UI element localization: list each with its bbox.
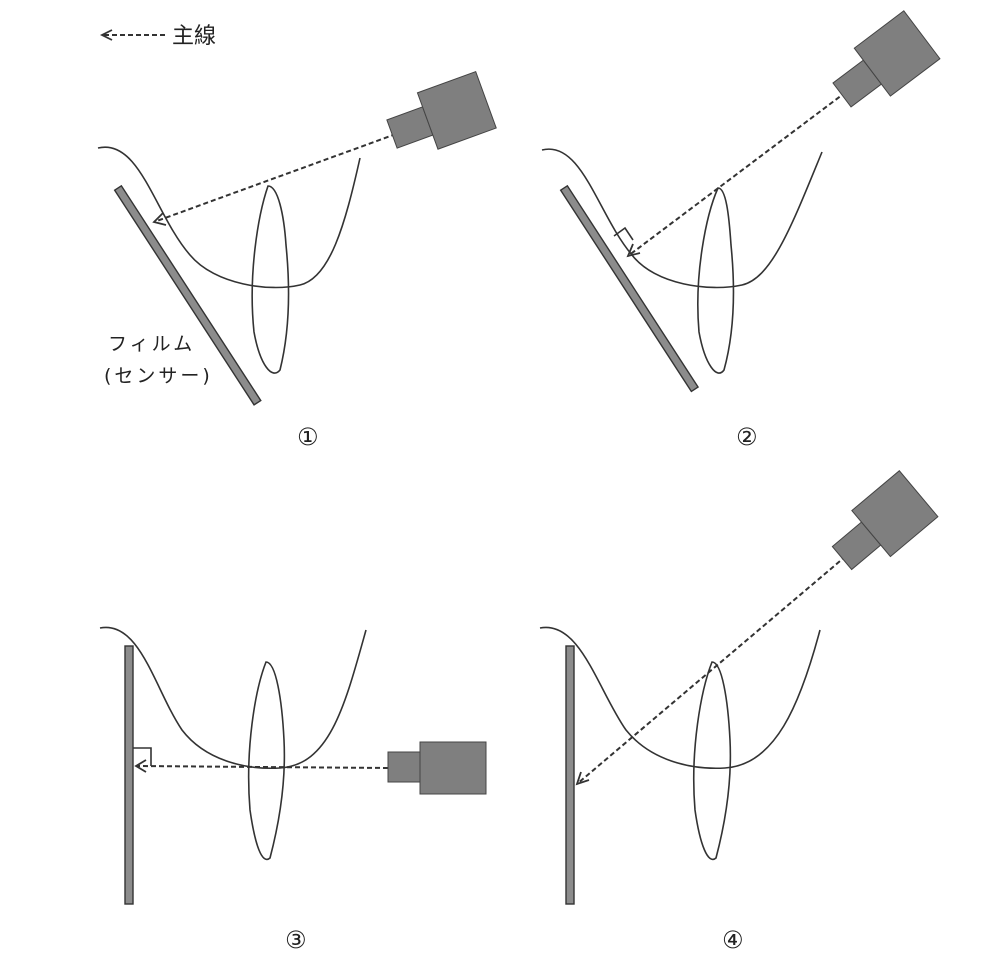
film-label-line-1: フィルム: [108, 333, 195, 355]
xray-tube-camera: [387, 741, 487, 795]
central-ray-arrowhead: [575, 771, 590, 786]
panel-3: ③: [99, 626, 487, 954]
film-label-line-2: (センサー): [104, 365, 213, 387]
film-sensor: [113, 184, 262, 406]
tooth-outline: [97, 146, 361, 289]
right-angle-mark: [133, 747, 152, 766]
central-ray: [576, 555, 847, 785]
xray-tube-camera: [386, 70, 497, 150]
panel-number-4: ④: [722, 926, 744, 954]
central-ray-arrowhead: [152, 212, 167, 226]
central-ray: [153, 133, 397, 223]
film-sensor: [124, 645, 134, 905]
central-ray-arrowhead: [134, 759, 147, 773]
panel-number-3: ③: [285, 926, 307, 954]
dashed-arrow-left-icon: [99, 29, 166, 41]
xray-tube-camera: [832, 10, 941, 108]
tooth-root: [247, 661, 286, 861]
right-angle-mark: [613, 226, 634, 241]
film-sensor: [565, 645, 575, 905]
central-ray: [135, 765, 389, 769]
tooth-root: [251, 185, 290, 374]
tooth-outline: [99, 626, 367, 770]
film-sensor: [559, 184, 700, 393]
tooth-root: [697, 187, 735, 374]
tooth-root: [692, 661, 732, 861]
central-ray-arrowhead: [626, 243, 641, 258]
tooth-outline: [539, 626, 821, 770]
legend: 主線: [99, 24, 216, 49]
panel-1: フィルム (センサー) ①: [97, 70, 497, 451]
panel-2: ②: [541, 10, 941, 451]
panel-4: ④: [539, 470, 939, 954]
panel-number-2: ②: [736, 423, 758, 451]
xray-tube-camera: [831, 470, 939, 571]
central-ray: [627, 91, 847, 257]
tooth-outline: [541, 148, 823, 289]
legend-label: 主線: [172, 24, 216, 49]
panel-number-1: ①: [297, 423, 319, 451]
